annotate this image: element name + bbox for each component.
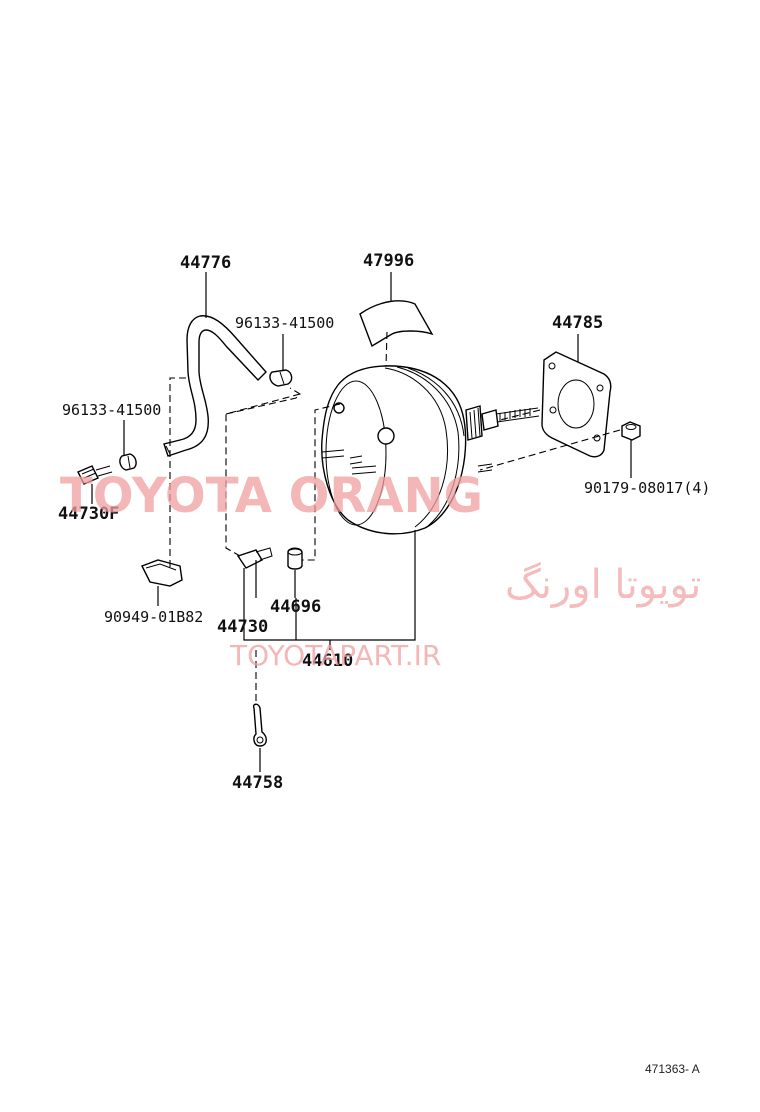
clamp-44758-drawing bbox=[252, 703, 267, 747]
watermark-title: TOYOTA ORANG bbox=[60, 468, 483, 524]
clamp-96133-left-drawing bbox=[119, 453, 137, 471]
clamp-bracket-90949-drawing bbox=[141, 559, 183, 587]
leader-lines bbox=[91, 272, 632, 772]
reference-code: 471363- A bbox=[645, 1062, 700, 1076]
gasket-44785-drawing bbox=[541, 351, 612, 458]
grommet-44696-drawing bbox=[287, 547, 303, 570]
nut-90179-drawing bbox=[621, 421, 641, 441]
insulator-47996-drawing bbox=[359, 300, 434, 348]
label-44776: 44776 bbox=[180, 253, 231, 273]
label-44730: 44730 bbox=[217, 617, 268, 637]
label-44610: 44610 bbox=[302, 651, 353, 671]
label-90179: 90179-08017(4) bbox=[584, 479, 710, 497]
label-47996: 47996 bbox=[363, 251, 414, 271]
check-valve-44730F-drawing bbox=[77, 465, 113, 485]
check-valve-44730-drawing bbox=[236, 547, 273, 569]
label-96133-left: 96133-41500 bbox=[62, 401, 161, 419]
label-44730F: 44730F bbox=[58, 504, 119, 524]
brake-booster-drawing bbox=[321, 365, 540, 535]
watermark-farsi: تویوتا اورنگ bbox=[505, 562, 701, 608]
label-44758: 44758 bbox=[232, 773, 283, 793]
label-90949: 90949-01B82 bbox=[104, 608, 203, 626]
vacuum-hose-44776-drawing bbox=[163, 315, 267, 457]
label-44785: 44785 bbox=[552, 313, 603, 333]
label-96133-upper: 96133-41500 bbox=[235, 314, 334, 332]
watermark-url: TOYOTAPART.IR bbox=[229, 639, 441, 672]
clamp-96133-upper-drawing bbox=[269, 369, 293, 387]
label-44696: 44696 bbox=[270, 597, 321, 617]
